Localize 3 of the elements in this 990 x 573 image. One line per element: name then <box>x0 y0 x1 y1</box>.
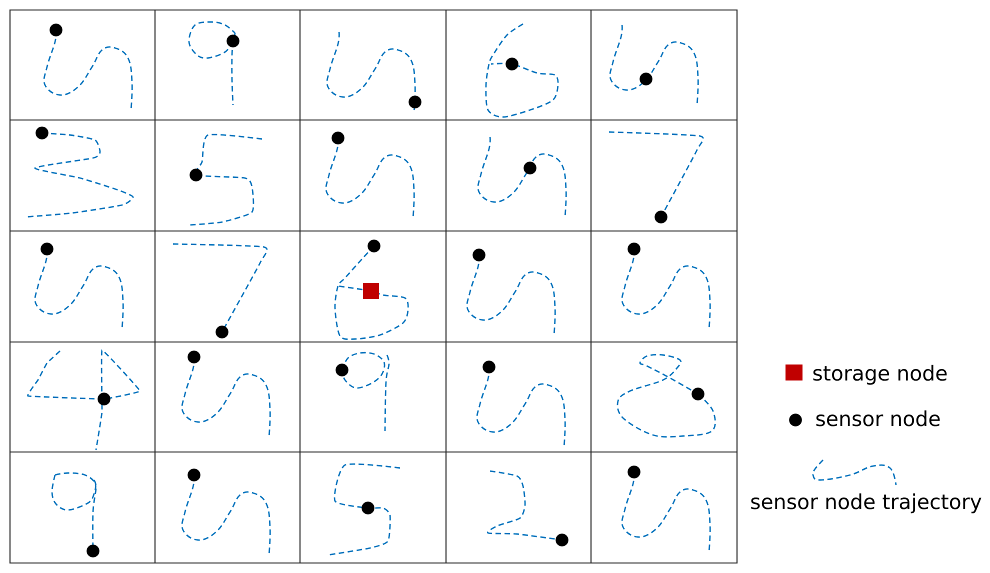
legend-label: storage node <box>813 364 947 385</box>
legend-label: sensor node <box>816 410 940 426</box>
legend-label: sensor node trajectory <box>751 493 982 514</box>
